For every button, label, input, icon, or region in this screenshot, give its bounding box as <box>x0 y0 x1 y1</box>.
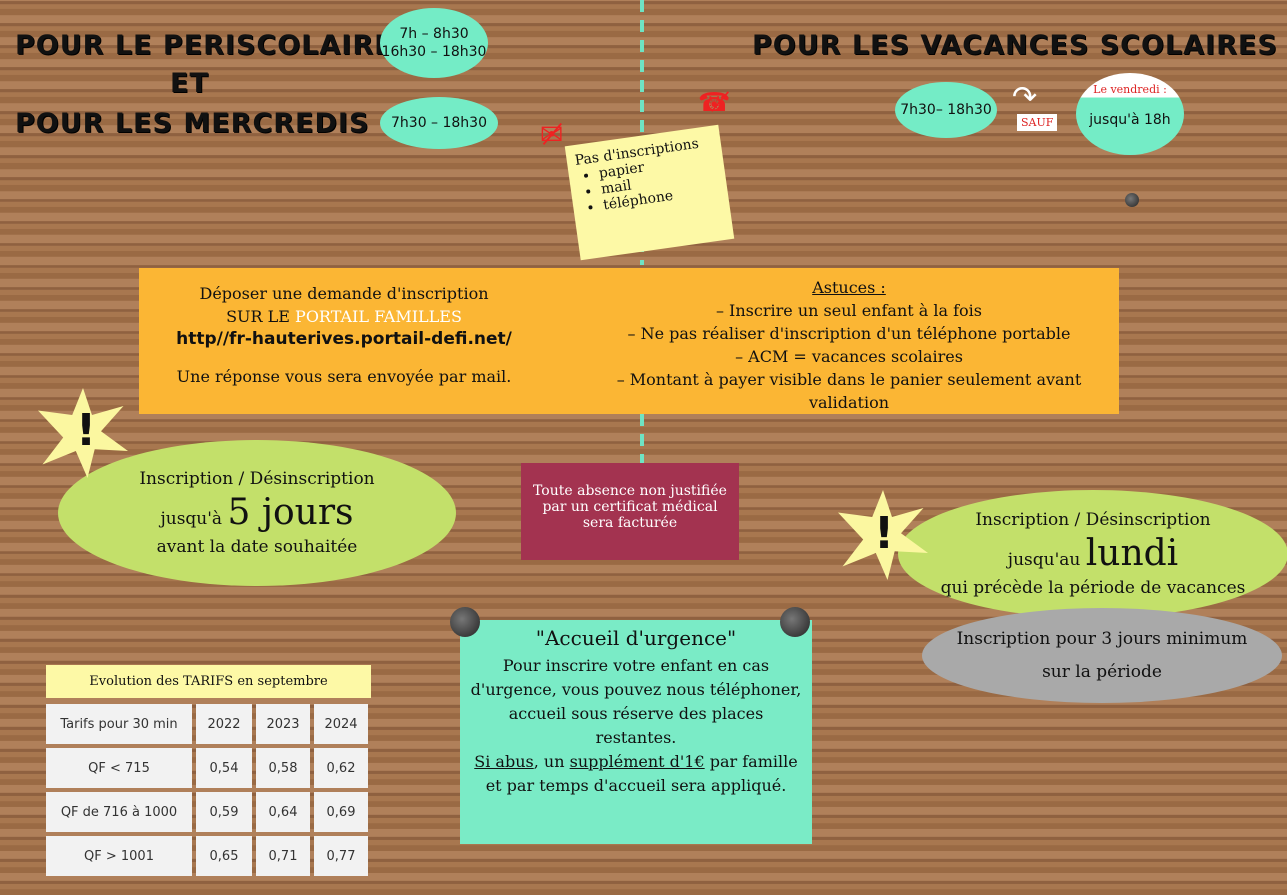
tip-item: – Montant à payer visible dans le panier… <box>616 370 1082 412</box>
deadline-line1: Inscription / Désinscription <box>975 509 1211 530</box>
no-phone-icon: ☎̸ <box>698 88 731 118</box>
urgence-end: par famille et par temps d'accueil sera … <box>485 752 798 795</box>
deadline-line1: Inscription / Désinscription <box>139 468 375 489</box>
header-cell: 2022 <box>196 704 252 744</box>
arrow-icon: ↷ <box>1012 80 1038 115</box>
portal-highlight: PORTAIL FAMILLES <box>295 307 462 326</box>
tip-item: – Inscrire un seul enfant à la fois <box>715 301 983 320</box>
table-cell: 0,58 <box>256 748 310 788</box>
tip-item: – Ne pas réaliser d'inscription d'un tél… <box>627 324 1071 343</box>
periscolaire-title-2: ET <box>170 68 209 99</box>
table-cell: QF de 716 à 1000 <box>46 792 192 832</box>
pushpin-icon <box>780 607 810 637</box>
urgence-abus: Si abus <box>474 752 534 771</box>
deadline-line3: qui précède la période de vacances <box>940 578 1246 599</box>
table-cell: 0,59 <box>196 792 252 832</box>
vacances-title: POUR LES VACANCES SCOLAIRES <box>752 30 1278 61</box>
header-cell: 2024 <box>314 704 368 744</box>
table-cell: 0,64 <box>256 792 310 832</box>
info-banner: Déposer une demande d'inscription SUR LE… <box>139 268 1119 414</box>
tip-item: – ACM = vacances scolaires <box>735 347 963 366</box>
friday-hours: jusqu'à 18h <box>1089 112 1171 128</box>
deadline-prefix: jusqu'au <box>1007 549 1081 570</box>
header-cell: 2023 <box>256 704 310 744</box>
no-paper-note: Pas d'inscriptions papier mail téléphone <box>564 124 735 261</box>
hours-evening: 16h30 – 18h30 <box>381 44 487 60</box>
urgence-title: "Accueil d'urgence" <box>535 626 737 650</box>
portal-prefix: SUR LE <box>226 307 290 326</box>
periscolaire-title-1: POUR LE PERISCOLAIRE <box>15 30 394 61</box>
no-mail-icon: ✉̸ <box>540 118 564 151</box>
tarifs-title: Evolution des TARIFS en septembre <box>46 665 371 698</box>
table-cell: 0,69 <box>314 792 368 832</box>
minimum-days-oval: Inscription pour 3 jours minimum sur la … <box>922 608 1282 703</box>
vacances-hours-oval: 7h30– 18h30 <box>895 82 997 138</box>
urgence-supplement: supplément d'1€ <box>569 752 705 771</box>
table-cell: 0,71 <box>256 836 310 876</box>
portal-response: Une réponse vous sera envoyée par mail. <box>176 367 512 386</box>
minimum-line2: sur la période <box>1042 661 1162 682</box>
table-cell: 0,54 <box>196 748 252 788</box>
table-cell: 0,77 <box>314 836 368 876</box>
vacances-deadline: Inscription / Désinscription jusqu'au lu… <box>898 490 1287 618</box>
table-cell: 0,65 <box>196 836 252 876</box>
pushpin-icon <box>1125 193 1139 207</box>
school-hours-oval: 7h – 8h30 16h30 – 18h30 <box>380 8 488 78</box>
periscolaire-title-3: POUR LES MERCREDIS <box>15 108 370 139</box>
exclamation-icon: ! <box>76 405 97 456</box>
deadline-prefix: jusqu'à <box>160 508 223 529</box>
periscolaire-deadline: Inscription / Désinscription jusqu'à 5 j… <box>58 440 456 586</box>
table-cell: QF < 715 <box>46 748 192 788</box>
wednesday-hours-oval: 7h30 – 18h30 <box>380 97 498 149</box>
minimum-line1: Inscription pour 3 jours minimum <box>956 629 1248 650</box>
portal-line1: Déposer une demande d'inscription <box>199 284 489 303</box>
divider-middle <box>640 414 644 464</box>
friday-oval: Le vendredi : jusqu'à 18h <box>1076 73 1184 155</box>
deadline-line3: avant la date souhaitée <box>156 537 358 558</box>
urgence-mid: , un <box>533 752 570 771</box>
hours-morning: 7h – 8h30 <box>399 25 469 42</box>
absence-notice: Toute absence non justifiée par un certi… <box>521 463 739 560</box>
table-cell: QF > 1001 <box>46 836 192 876</box>
deadline-big: lundi <box>1085 532 1179 574</box>
friday-label: Le vendredi : <box>1093 83 1167 96</box>
deadline-big: 5 jours <box>227 491 354 533</box>
urgence-body: Pour inscrire votre enfant en cas d'urge… <box>470 656 802 747</box>
table-cell: 0,62 <box>314 748 368 788</box>
portal-url[interactable]: http//fr-hauterives.portail-defi.net/ <box>176 329 512 349</box>
tips-title: Astuces : <box>812 278 886 297</box>
exclamation-icon: ! <box>874 508 895 559</box>
sauf-label: SAUF <box>1017 114 1058 131</box>
urgence-card: "Accueil d'urgence" Pour inscrire votre … <box>460 620 812 844</box>
pushpin-icon <box>450 607 480 637</box>
divider-top <box>640 0 644 265</box>
header-cell: Tarifs pour 30 min <box>46 704 192 744</box>
